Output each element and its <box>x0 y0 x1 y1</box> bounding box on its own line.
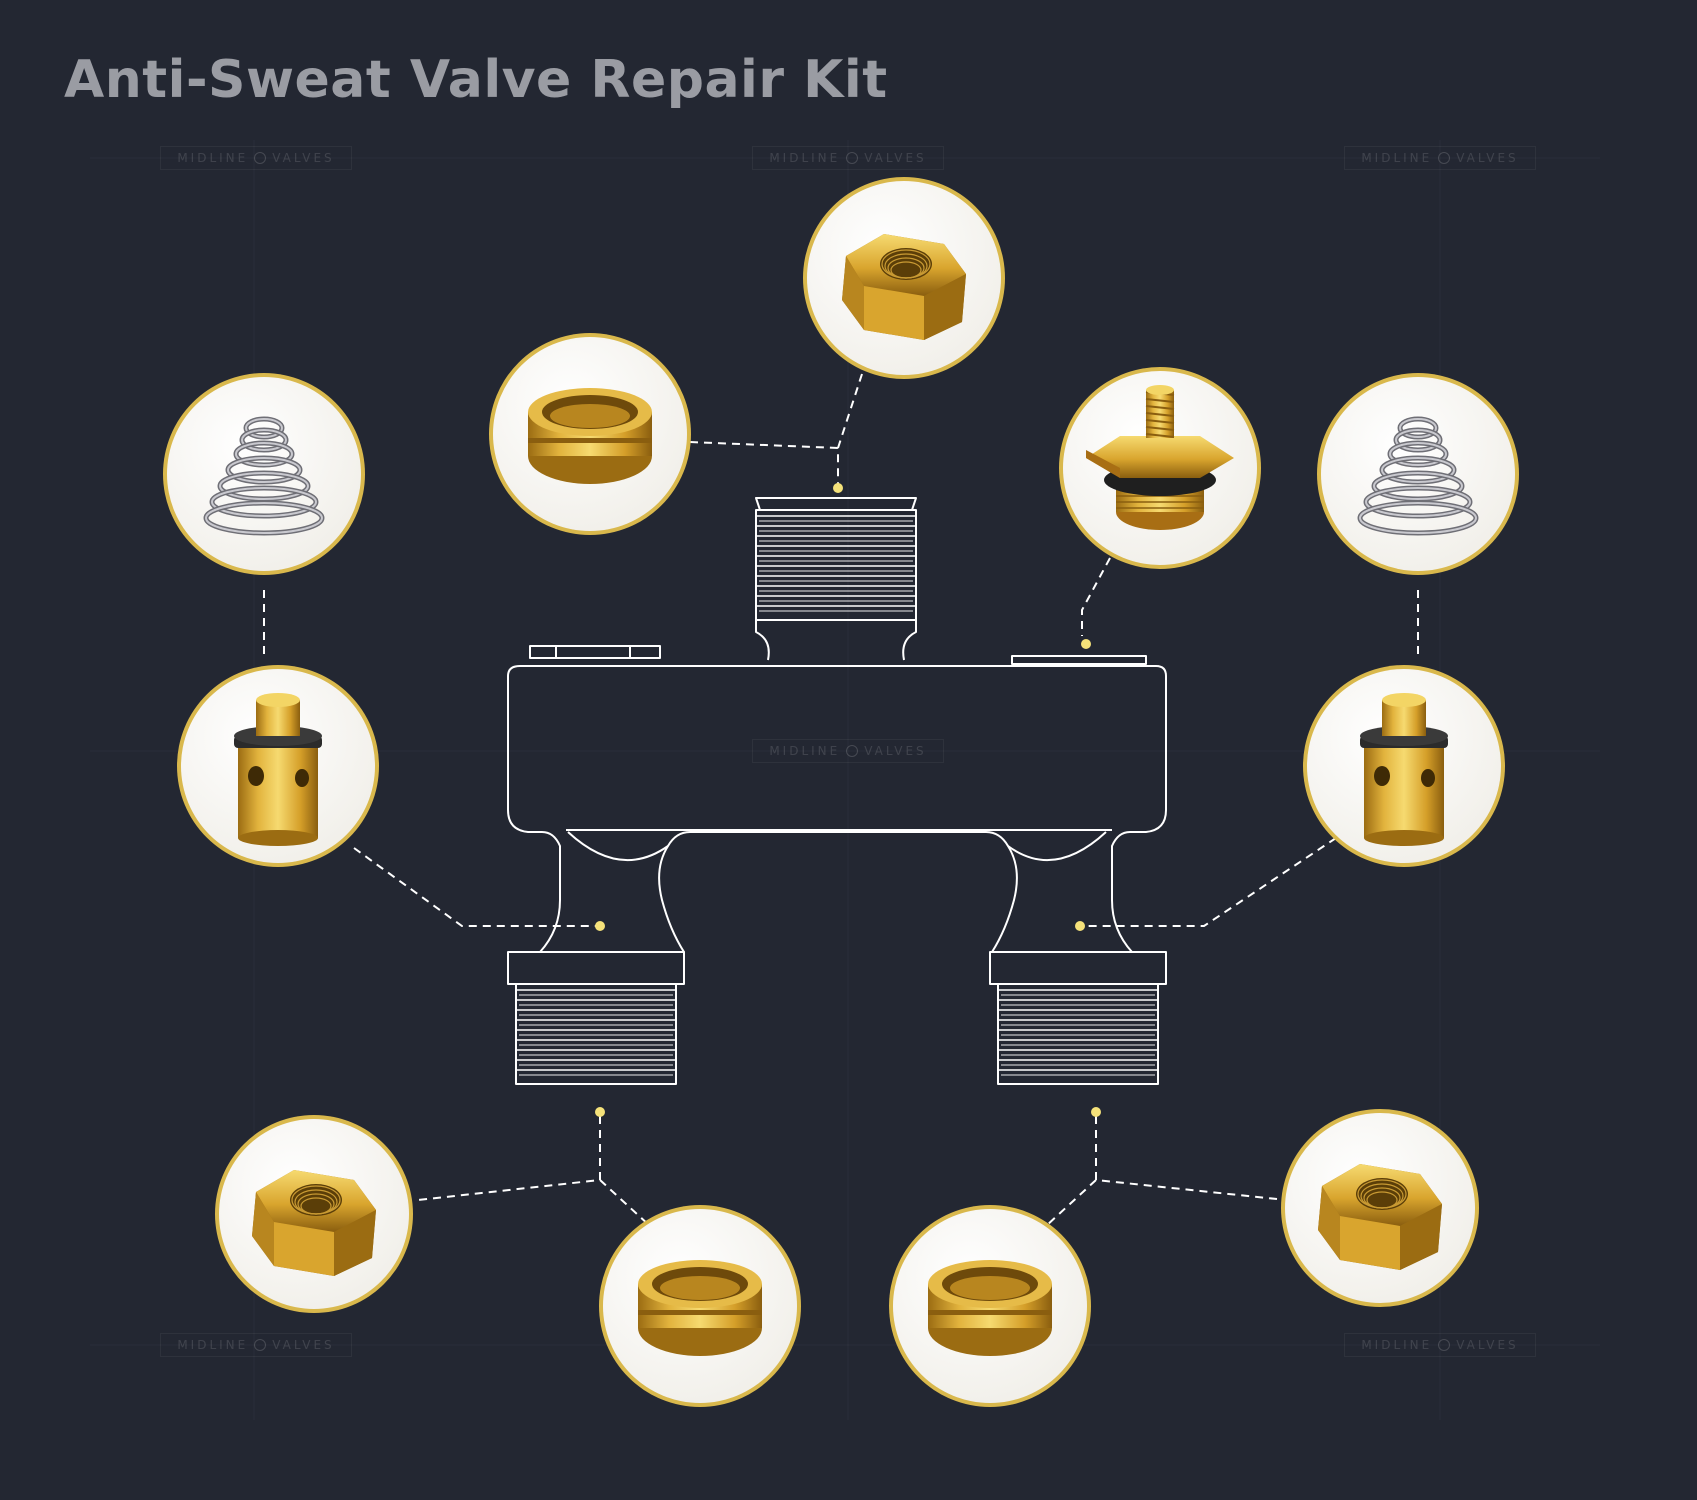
callout-dot <box>833 483 843 493</box>
component-circle <box>803 177 1005 379</box>
callout-dots <box>595 483 1101 1117</box>
bleeder-screw-icon <box>1086 385 1234 530</box>
leader-lines <box>263 373 1419 1227</box>
valve-body-outline <box>507 497 1167 1085</box>
component-circle <box>215 1115 413 1313</box>
component-circle <box>1059 367 1261 569</box>
callout-dot <box>595 1107 605 1117</box>
callout-dot <box>1091 1107 1101 1117</box>
brass-ferrule-icon <box>528 388 652 484</box>
brass-ferrule-icon <box>638 1260 762 1356</box>
callout-dot <box>1081 639 1091 649</box>
compression-nut-icon <box>842 234 966 340</box>
component-circle <box>1317 373 1519 575</box>
component-circle <box>177 665 379 867</box>
component-circle <box>889 1205 1091 1407</box>
valve-plunger-icon <box>1360 693 1448 846</box>
component-circle <box>163 373 365 575</box>
compression-nut-icon <box>1318 1164 1442 1270</box>
component-circles <box>163 177 1519 1407</box>
page-title: Anti-Sweat Valve Repair Kit <box>64 50 888 110</box>
brass-ferrule-icon <box>928 1260 1052 1356</box>
callout-dot <box>1075 921 1085 931</box>
component-circle <box>489 333 691 535</box>
component-circle <box>1303 665 1505 867</box>
valve-plunger-icon <box>234 693 322 846</box>
component-circle <box>599 1205 801 1407</box>
top-threads <box>756 515 916 612</box>
callout-dot <box>595 921 605 931</box>
spring-icon <box>1357 416 1479 536</box>
bottom-right-threads <box>998 989 1158 1076</box>
compression-nut-icon <box>252 1170 376 1276</box>
component-circle <box>1281 1109 1479 1307</box>
spring-icon <box>203 416 325 536</box>
bottom-left-threads <box>516 989 676 1076</box>
